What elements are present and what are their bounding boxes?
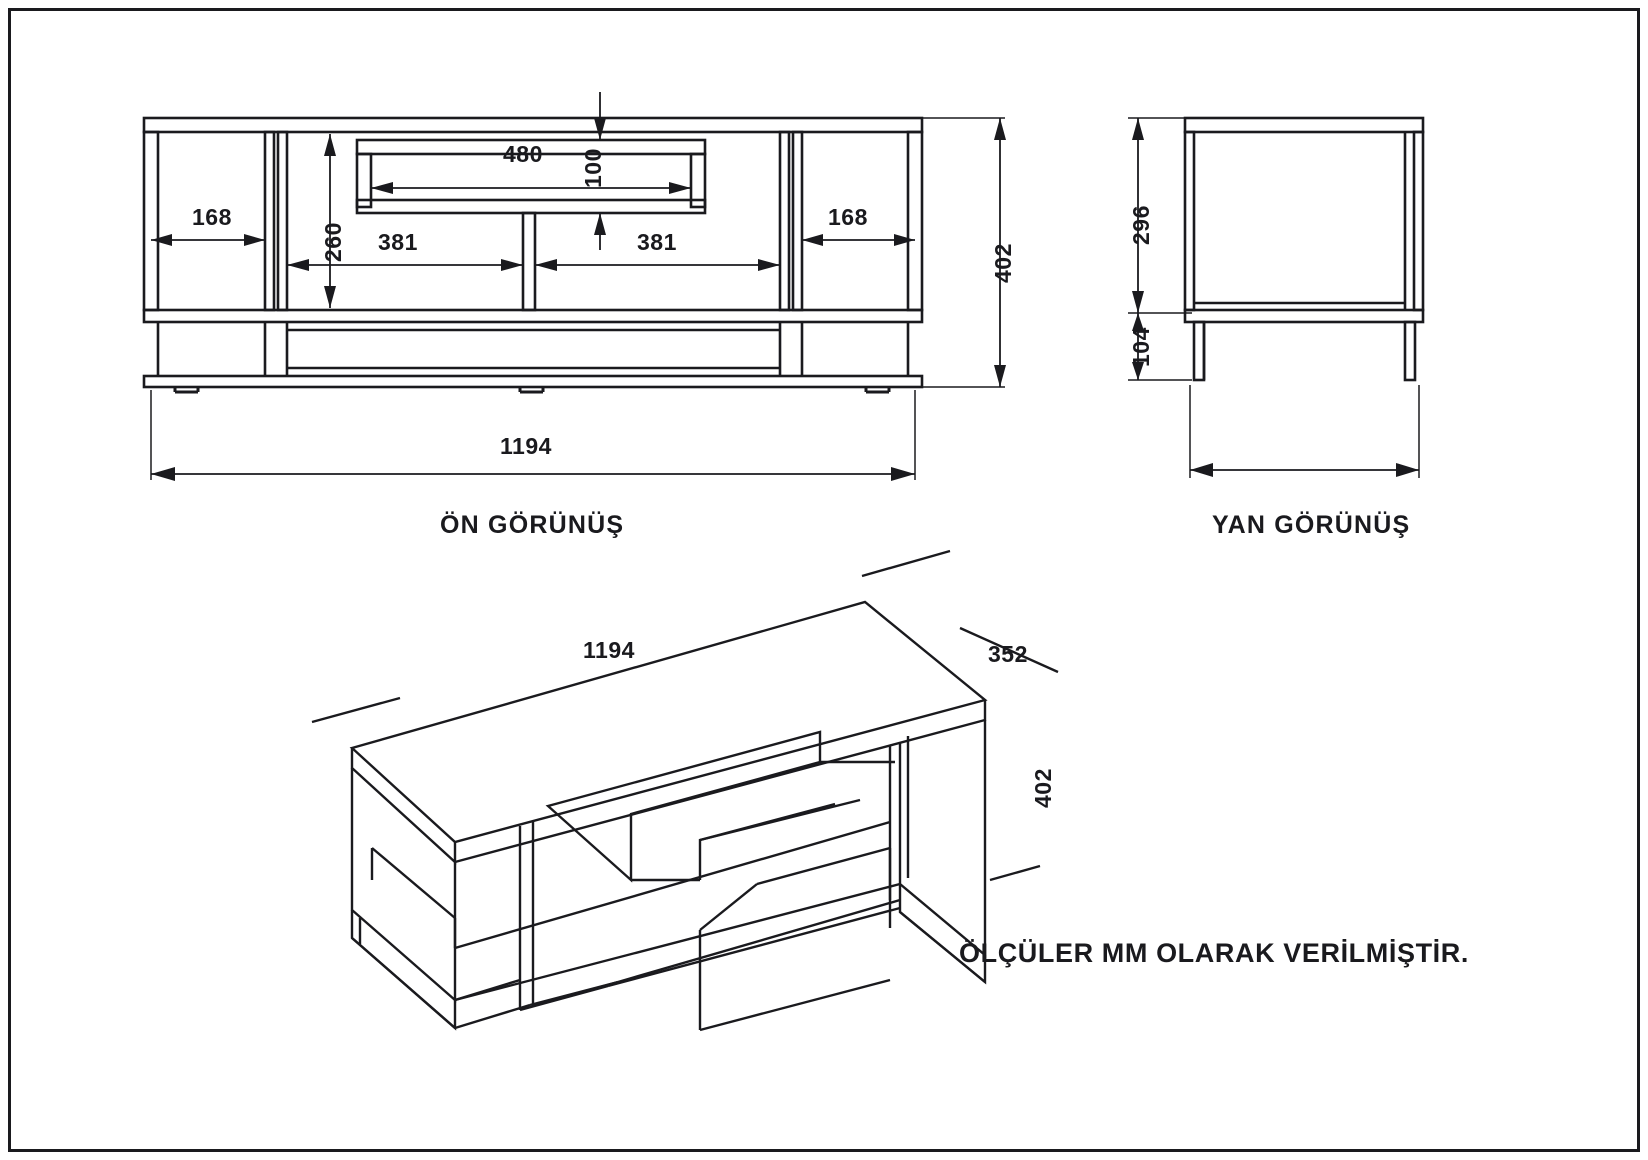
dim-168-left: [151, 234, 265, 246]
dim-label-296: 296: [1128, 205, 1154, 245]
dim-side-depth: [1189, 385, 1420, 478]
dim-260: [324, 134, 336, 308]
dim-label-381-right: 381: [637, 229, 677, 255]
dim-label-352-iso: 352: [988, 641, 1028, 667]
dim-168-right: [802, 234, 915, 246]
dim-label-1194-iso: 1194: [583, 637, 635, 663]
dim-label-168-left: 168: [192, 204, 232, 230]
front-view-feet: [173, 387, 891, 394]
front-view-title: ÖN GÖRÜNÜŞ: [440, 511, 625, 539]
dim-381-left: [287, 259, 523, 271]
dim-label-1194-front: 1194: [500, 433, 552, 459]
dim-label-168-right: 168: [828, 204, 868, 230]
dim-104: [1128, 313, 1192, 381]
side-view-title: YAN GÖRÜNÜŞ: [1212, 511, 1411, 539]
units-note: ÖLÇÜLER MM OLARAK VERİLMİŞTİR.: [959, 938, 1469, 968]
dim-label-104: 104: [1128, 327, 1154, 367]
dim-381-right: [535, 259, 780, 271]
drawing-border: [8, 8, 1640, 1152]
dim-352-iso: [959, 626, 1059, 674]
dim-label-402-iso: 402: [1030, 768, 1056, 808]
front-view-outline: [142, 116, 924, 389]
dim-1194-iso: [311, 549, 951, 724]
dim-label-480: 480: [503, 141, 543, 167]
dim-1194-front: [150, 390, 916, 481]
dim-402-iso: [989, 864, 1041, 882]
dim-label-402-front: 402: [990, 243, 1016, 283]
dim-100: [594, 92, 606, 250]
iso-view-outline: [349, 600, 988, 1032]
dim-label-381-left: 381: [378, 229, 418, 255]
side-view-outline: [1183, 116, 1425, 382]
dim-label-100: 100: [580, 148, 606, 188]
dim-402-front: [922, 117, 1006, 388]
dim-label-260: 260: [320, 222, 346, 262]
dim-480: [371, 182, 691, 194]
